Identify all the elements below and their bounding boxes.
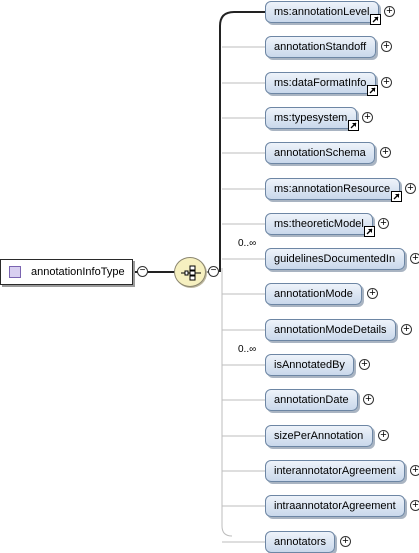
reference-arrow-icon bbox=[364, 226, 375, 237]
expand-icon[interactable]: + bbox=[362, 112, 373, 123]
expand-icon[interactable]: + bbox=[384, 6, 395, 17]
element-annotation-mode-details[interactable]: annotationModeDetails bbox=[265, 319, 396, 341]
element-interannotator-agreement[interactable]: interannotatorAgreement bbox=[265, 460, 405, 482]
element-annotation-resource[interactable]: ms:annotationResource bbox=[265, 178, 402, 202]
element-annotators[interactable]: annotators bbox=[265, 531, 335, 553]
element-label: ms:typesystem bbox=[274, 112, 348, 124]
element-label: isAnnotatedBy bbox=[274, 359, 345, 371]
element-typesystem[interactable]: ms:typesystem bbox=[265, 107, 359, 131]
expand-icon[interactable]: + bbox=[410, 465, 419, 476]
expand-icon[interactable]: + bbox=[378, 430, 389, 441]
element-guidelines-documented-in[interactable]: guidelinesDocumentedIn bbox=[265, 248, 405, 270]
expand-icon[interactable]: + bbox=[401, 324, 412, 335]
sequence-icon bbox=[181, 265, 201, 281]
element-annotation-standoff[interactable]: annotationStandoff bbox=[265, 36, 376, 58]
element-label: sizePerAnnotation bbox=[274, 430, 364, 442]
element-label: annotationMode bbox=[274, 288, 353, 300]
element-annotation-date[interactable]: annotationDate bbox=[265, 389, 358, 411]
child-connectors bbox=[222, 46, 265, 543]
expand-icon[interactable]: + bbox=[410, 253, 419, 264]
expand-icon[interactable]: + bbox=[405, 183, 416, 194]
element-annotation-mode[interactable]: annotationMode bbox=[265, 283, 362, 305]
cardinality-label: 0..∞ bbox=[238, 238, 257, 249]
element-label: ms:theoreticModel bbox=[274, 218, 364, 230]
annotation-info-type-node[interactable]: annotationInfoType bbox=[0, 259, 133, 285]
collapse-sequence-icon[interactable]: − bbox=[208, 266, 219, 277]
expand-icon[interactable]: + bbox=[381, 41, 392, 52]
expand-icon[interactable]: + bbox=[378, 218, 389, 229]
element-label: annotationDate bbox=[274, 394, 349, 406]
reference-arrow-icon bbox=[370, 14, 381, 25]
element-label: ms:dataFormatInfo bbox=[274, 77, 367, 89]
element-label: annotationSchema bbox=[274, 147, 366, 159]
first-child-connector bbox=[219, 11, 265, 272]
complex-type-icon bbox=[9, 266, 21, 278]
type-node-label: annotationInfoType bbox=[31, 266, 125, 278]
sequence-bracket-line bbox=[221, 268, 233, 537]
element-theoretic-model[interactable]: ms:theoreticModel bbox=[265, 213, 375, 237]
element-data-format-info[interactable]: ms:dataFormatInfo bbox=[265, 72, 378, 96]
element-label: interannotatorAgreement bbox=[274, 465, 396, 477]
element-label: annotationStandoff bbox=[274, 41, 367, 53]
element-label: annotators bbox=[274, 536, 326, 548]
element-is-annotated-by[interactable]: isAnnotatedBy bbox=[265, 354, 354, 376]
sequence-compositor[interactable] bbox=[174, 257, 206, 287]
element-label: annotationModeDetails bbox=[274, 324, 387, 336]
expand-icon[interactable]: + bbox=[359, 359, 370, 370]
cardinality-label: 0..∞ bbox=[238, 344, 257, 355]
reference-arrow-icon bbox=[367, 85, 378, 96]
expand-icon[interactable]: + bbox=[380, 147, 391, 158]
element-annotation-schema[interactable]: annotationSchema bbox=[265, 142, 375, 164]
expand-icon[interactable]: + bbox=[363, 394, 374, 405]
element-annotation-level[interactable]: ms:annotationLevel bbox=[265, 1, 381, 25]
element-label: guidelinesDocumentedIn bbox=[274, 253, 396, 265]
element-label: ms:annotationLevel bbox=[274, 6, 370, 18]
element-intraannotator-agreement[interactable]: intraannotatorAgreement bbox=[265, 495, 405, 517]
collapse-type-icon[interactable]: − bbox=[137, 266, 148, 277]
expand-icon[interactable]: + bbox=[367, 288, 378, 299]
element-size-per-annotation[interactable]: sizePerAnnotation bbox=[265, 425, 373, 447]
element-label: ms:annotationResource bbox=[274, 183, 391, 195]
expand-icon[interactable]: + bbox=[410, 500, 419, 511]
reference-arrow-icon bbox=[348, 120, 359, 131]
reference-arrow-icon bbox=[391, 191, 402, 202]
element-label: intraannotatorAgreement bbox=[274, 500, 396, 512]
expand-icon[interactable]: + bbox=[340, 536, 351, 547]
expand-icon[interactable]: + bbox=[381, 77, 392, 88]
